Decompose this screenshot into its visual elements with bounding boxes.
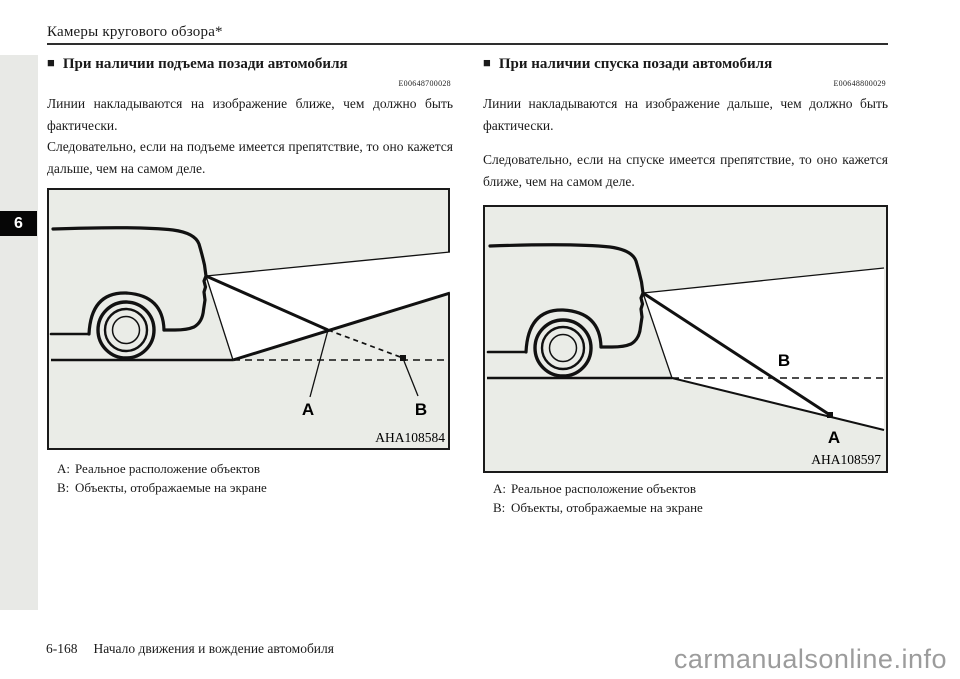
sight-line — [205, 274, 329, 332]
paragraph: Следовательно, если на спуске имеется пр… — [483, 152, 888, 189]
section-code: E00648800029 — [833, 79, 886, 88]
caption-text: Реальное расположение объектов — [75, 461, 261, 476]
uphill-diagram: A B AHA108584 — [47, 188, 450, 450]
section-heading-text: При наличии подъема позади автомобиля — [62, 56, 348, 72]
dashed-sight-line — [327, 329, 404, 359]
section-code: E00648700028 — [398, 79, 451, 88]
label-a: A — [302, 400, 314, 419]
paragraph: Линии накладываются на изображение ближе… — [47, 96, 453, 133]
section-heading-text: При наличии спуска позади автомобиля — [498, 56, 773, 72]
paragraph: Следовательно, если на подъеме имеется п… — [47, 139, 453, 176]
caption-text: Объекты, отображаемые на экране — [75, 479, 267, 495]
cone-lower-line — [642, 292, 673, 379]
figure-uphill: A B AHA108584 — [47, 188, 450, 450]
car-outline — [486, 243, 645, 378]
watermark: carmanualsonline.info — [673, 644, 947, 674]
cone-lower-line — [205, 275, 234, 361]
header-rule — [47, 43, 888, 45]
uphill-slope-line — [232, 291, 450, 362]
section-heading-uphill: ■ При наличии подъема позади автомобиля — [47, 55, 348, 73]
figure-code: AHA108584 — [375, 430, 445, 445]
figure-captions: A: Реальное расположение объектов B: Объ… — [493, 480, 703, 517]
caption-key: B: — [493, 499, 506, 515]
figure-captions: A: Реальное расположение объектов B: Объ… — [57, 460, 267, 497]
footer-page-number: 6-168 — [46, 641, 78, 656]
figure-frame — [47, 188, 450, 450]
car-outline — [49, 226, 208, 360]
caption-b: B: Объекты, отображаемые на экране — [57, 479, 267, 498]
caption-key: B: — [57, 479, 70, 495]
label-a: A — [828, 428, 840, 447]
caption-text: Реальное расположение объектов — [511, 481, 697, 496]
camera-view-cone — [206, 252, 450, 360]
downhill-diagram: B A AHA108597 — [483, 205, 888, 473]
label-b: B — [778, 351, 790, 370]
caption-key: A: — [493, 481, 506, 496]
label-b-leader — [403, 360, 419, 397]
caption-text: Объекты, отображаемые на экране — [511, 499, 703, 515]
label-a-leader — [309, 329, 329, 398]
sidebar-strip — [0, 55, 38, 610]
point-a-marker — [827, 412, 833, 418]
page-footer: 6-168 Начало движения и вождение автомоб… — [46, 641, 334, 657]
camera-view-cone — [643, 268, 884, 430]
square-bullet-icon: ■ — [47, 55, 55, 70]
paragraph: Линии накладываются на изображение дальш… — [483, 96, 888, 133]
chapter-tab: 6 — [0, 211, 37, 236]
section-heading-downhill: ■ При наличии спуска позади автомобиля — [483, 55, 773, 73]
figure-code: AHA108597 — [811, 452, 881, 467]
cone-upper-line — [205, 251, 450, 277]
chapter-number: 6 — [14, 214, 23, 232]
caption-b: B: Объекты, отображаемые на экране — [493, 499, 703, 518]
label-b: B — [415, 400, 427, 419]
figure-downhill: B A AHA108597 — [483, 205, 888, 473]
square-bullet-icon: ■ — [483, 55, 491, 70]
sight-line — [642, 291, 831, 417]
footer-section-title: Начало движения и вождение автомобиля — [93, 641, 334, 656]
caption-key: A: — [57, 461, 70, 476]
caption-a: A: Реальное расположение объектов — [493, 480, 703, 499]
cone-upper-line — [642, 267, 885, 294]
page-title: Камеры кругового обзора* — [47, 24, 223, 40]
point-b-marker — [400, 355, 406, 361]
downhill-slope-line — [671, 377, 885, 431]
caption-a: A: Реальное расположение объектов — [57, 460, 267, 479]
